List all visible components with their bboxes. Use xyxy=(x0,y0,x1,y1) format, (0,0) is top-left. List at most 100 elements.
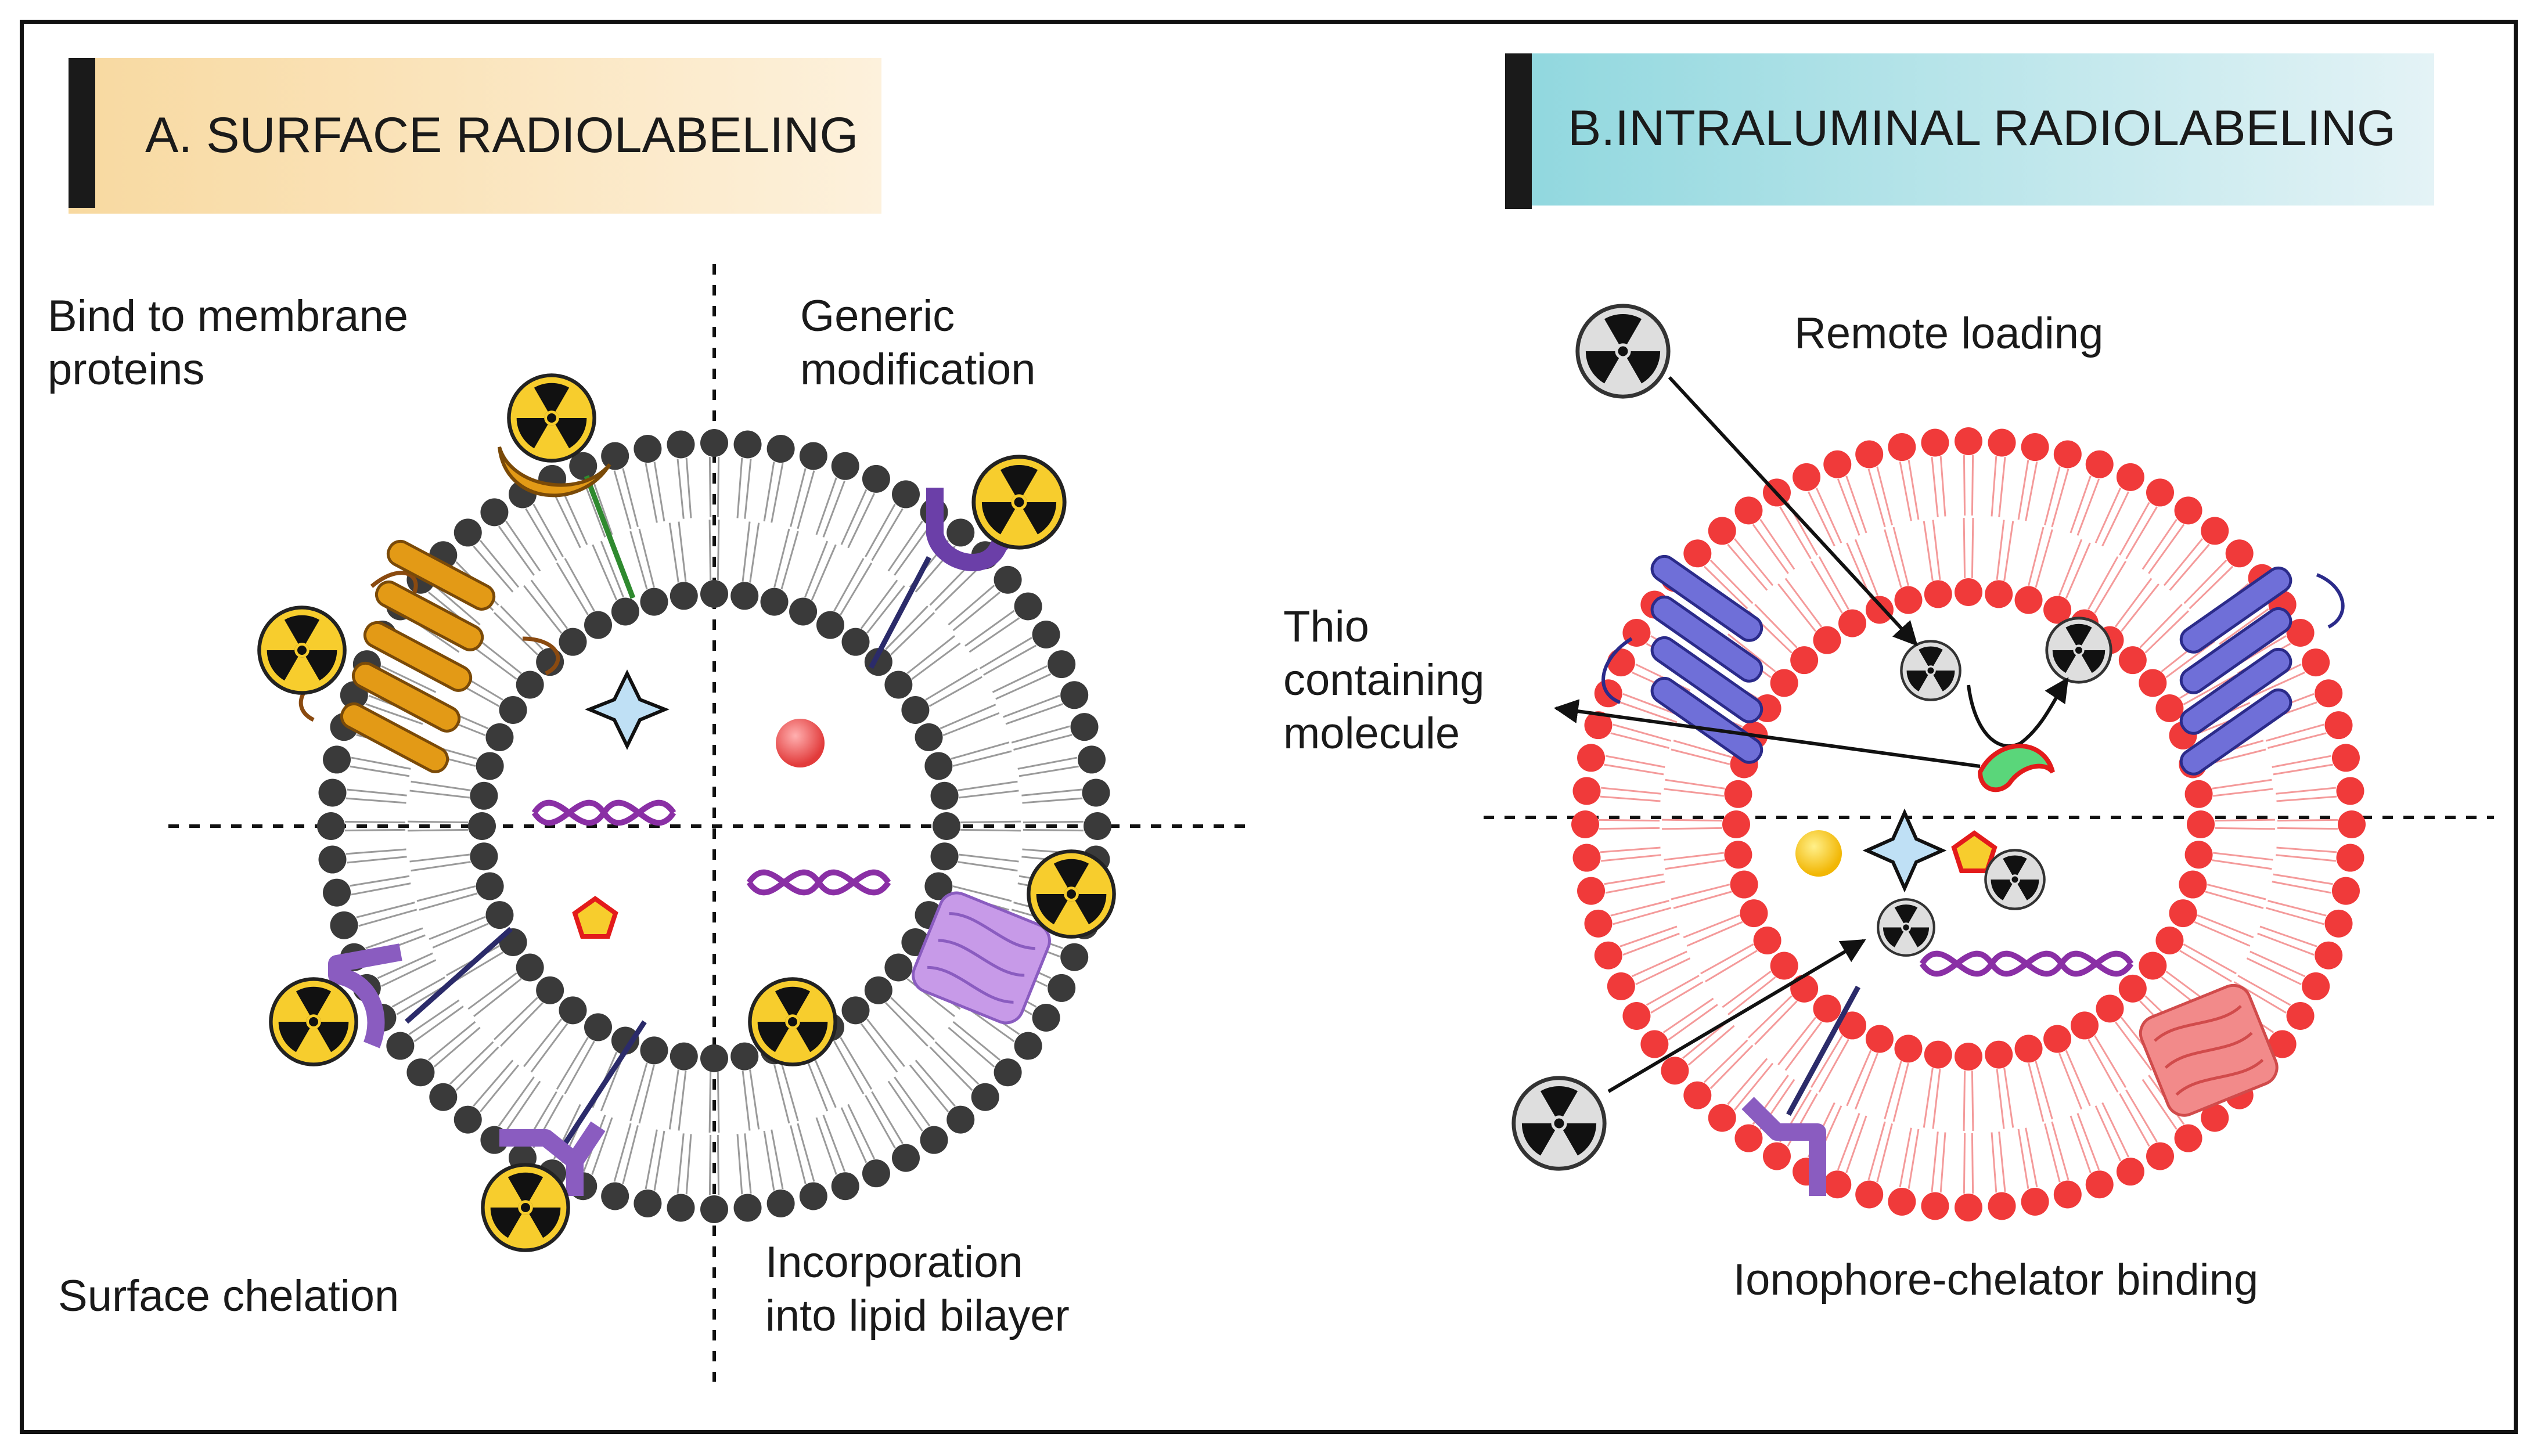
label-surface-chelation: Surface chelation xyxy=(58,1271,399,1321)
lipid-head xyxy=(2169,899,2197,928)
lipid-head xyxy=(816,611,844,639)
lipid-tail xyxy=(1733,538,1774,586)
lipid-tail xyxy=(1779,506,1812,560)
lipid-tail xyxy=(1610,900,1669,917)
lipid-tail xyxy=(1023,820,1084,824)
panel-b-banner-bar xyxy=(1505,53,1532,209)
label-thio-line3: molecule xyxy=(1283,709,1460,758)
label-incorporation-line2: into lipid bilayer xyxy=(765,1291,1070,1340)
lipid-tail xyxy=(668,1069,679,1130)
lipid-tail xyxy=(350,875,410,887)
label-thio-line2: containing xyxy=(1283,655,1485,705)
lipid-head xyxy=(1823,1170,1852,1199)
lipid-head xyxy=(700,1195,728,1223)
lipid-tail xyxy=(1662,819,1723,822)
lipid-tail xyxy=(449,1041,494,1085)
panel-b-banner xyxy=(1505,53,2434,206)
lipid-tail xyxy=(523,585,563,634)
lipid-tail xyxy=(1845,475,1867,534)
lipid-tail xyxy=(2163,538,2204,586)
lipid-head xyxy=(569,452,598,480)
lipid-head xyxy=(1770,952,1798,980)
lipid-head xyxy=(536,976,564,1004)
lipid-head xyxy=(700,429,728,457)
lipid-head xyxy=(924,752,953,780)
lipid-tail xyxy=(804,540,829,598)
lipid-head xyxy=(730,582,759,610)
lipid-tail xyxy=(556,1037,589,1090)
lipid-tail xyxy=(2259,925,2317,947)
lipid-tail xyxy=(676,1133,685,1194)
lipid-tail xyxy=(2265,907,2324,925)
receptor-icon xyxy=(912,891,1051,1025)
lipid-tail xyxy=(345,848,406,855)
lipid-head xyxy=(1888,1187,1916,1216)
lipid-tail xyxy=(556,562,589,615)
lipid-tail xyxy=(377,952,433,979)
lipid-head xyxy=(1955,1043,1982,1071)
lipid-head xyxy=(1921,1192,1949,1220)
lipid-tail xyxy=(804,1054,829,1112)
lipid-head xyxy=(2286,619,2315,647)
lipid-head xyxy=(516,671,544,699)
lipid-tail xyxy=(909,1064,949,1113)
lipid-tail xyxy=(1998,456,2006,517)
lipid-head xyxy=(516,953,544,982)
lipid-head xyxy=(1790,974,1819,1003)
lipid-tail xyxy=(958,853,1019,863)
pentagon-icon xyxy=(572,896,618,939)
lipid-tail xyxy=(1991,1132,1997,1193)
lipid-head xyxy=(1734,496,1763,525)
lipid-head xyxy=(766,1189,795,1217)
lipid-tail xyxy=(890,997,935,1040)
lipid-tail xyxy=(408,828,469,832)
lipid-head xyxy=(670,1042,698,1071)
lipid-head xyxy=(634,435,662,463)
lipid-tail xyxy=(1884,1061,1902,1120)
lipid-head xyxy=(864,648,892,676)
lipid-tail xyxy=(1867,1121,1886,1180)
lipid-tail xyxy=(1939,1132,1946,1193)
lipid-tail xyxy=(2114,578,2153,628)
lipid-tail xyxy=(427,1021,476,1061)
lipid-tail xyxy=(2114,1021,2153,1071)
label-incorporation-line1: Incorporation xyxy=(765,1238,1023,1287)
lipid-head xyxy=(1724,780,1752,808)
lipid-tail xyxy=(860,1023,898,1073)
lipid-tail xyxy=(1818,556,1849,610)
lipid-tail xyxy=(763,1130,775,1191)
lipid-head xyxy=(733,430,762,459)
lipid-tail xyxy=(678,521,687,582)
lipid-tail xyxy=(2065,542,2091,599)
lipid-tail xyxy=(1610,732,1669,749)
lipid-tail xyxy=(890,612,935,655)
lipid-head xyxy=(1924,1040,1952,1069)
lipid-tail xyxy=(2044,1123,2061,1183)
lipid-tail xyxy=(564,1040,595,1094)
lipid-tail xyxy=(2058,1053,2083,1110)
lipid-head xyxy=(1740,899,1768,928)
lipid-tail xyxy=(958,861,1018,872)
lipid-tail xyxy=(928,676,982,707)
lipid-tail xyxy=(2169,543,2210,591)
lipid-tail xyxy=(1727,1058,1768,1105)
lipid-head xyxy=(1855,1180,1884,1209)
lipid-tail xyxy=(822,1115,846,1172)
receptor-icon xyxy=(2179,566,2292,776)
lipid-tail xyxy=(365,927,423,949)
lipid-head xyxy=(634,1189,662,1217)
lipid-tail xyxy=(2125,506,2158,560)
lipid-tail xyxy=(942,712,1000,737)
lipid-tail xyxy=(479,1064,520,1113)
panel-a-banner xyxy=(69,58,881,214)
receptor-icon xyxy=(926,488,1028,571)
lipid-tail xyxy=(2219,608,2269,645)
lipid-tail xyxy=(1727,543,1768,591)
lipid-head xyxy=(1865,596,1894,624)
lipid-tail xyxy=(2094,1105,2122,1162)
lipid-head xyxy=(760,588,789,616)
lipid-head xyxy=(1622,1002,1651,1030)
lipid-tail xyxy=(790,468,807,527)
lipid-head xyxy=(1894,586,1923,614)
lipid-head xyxy=(1985,1040,2013,1069)
